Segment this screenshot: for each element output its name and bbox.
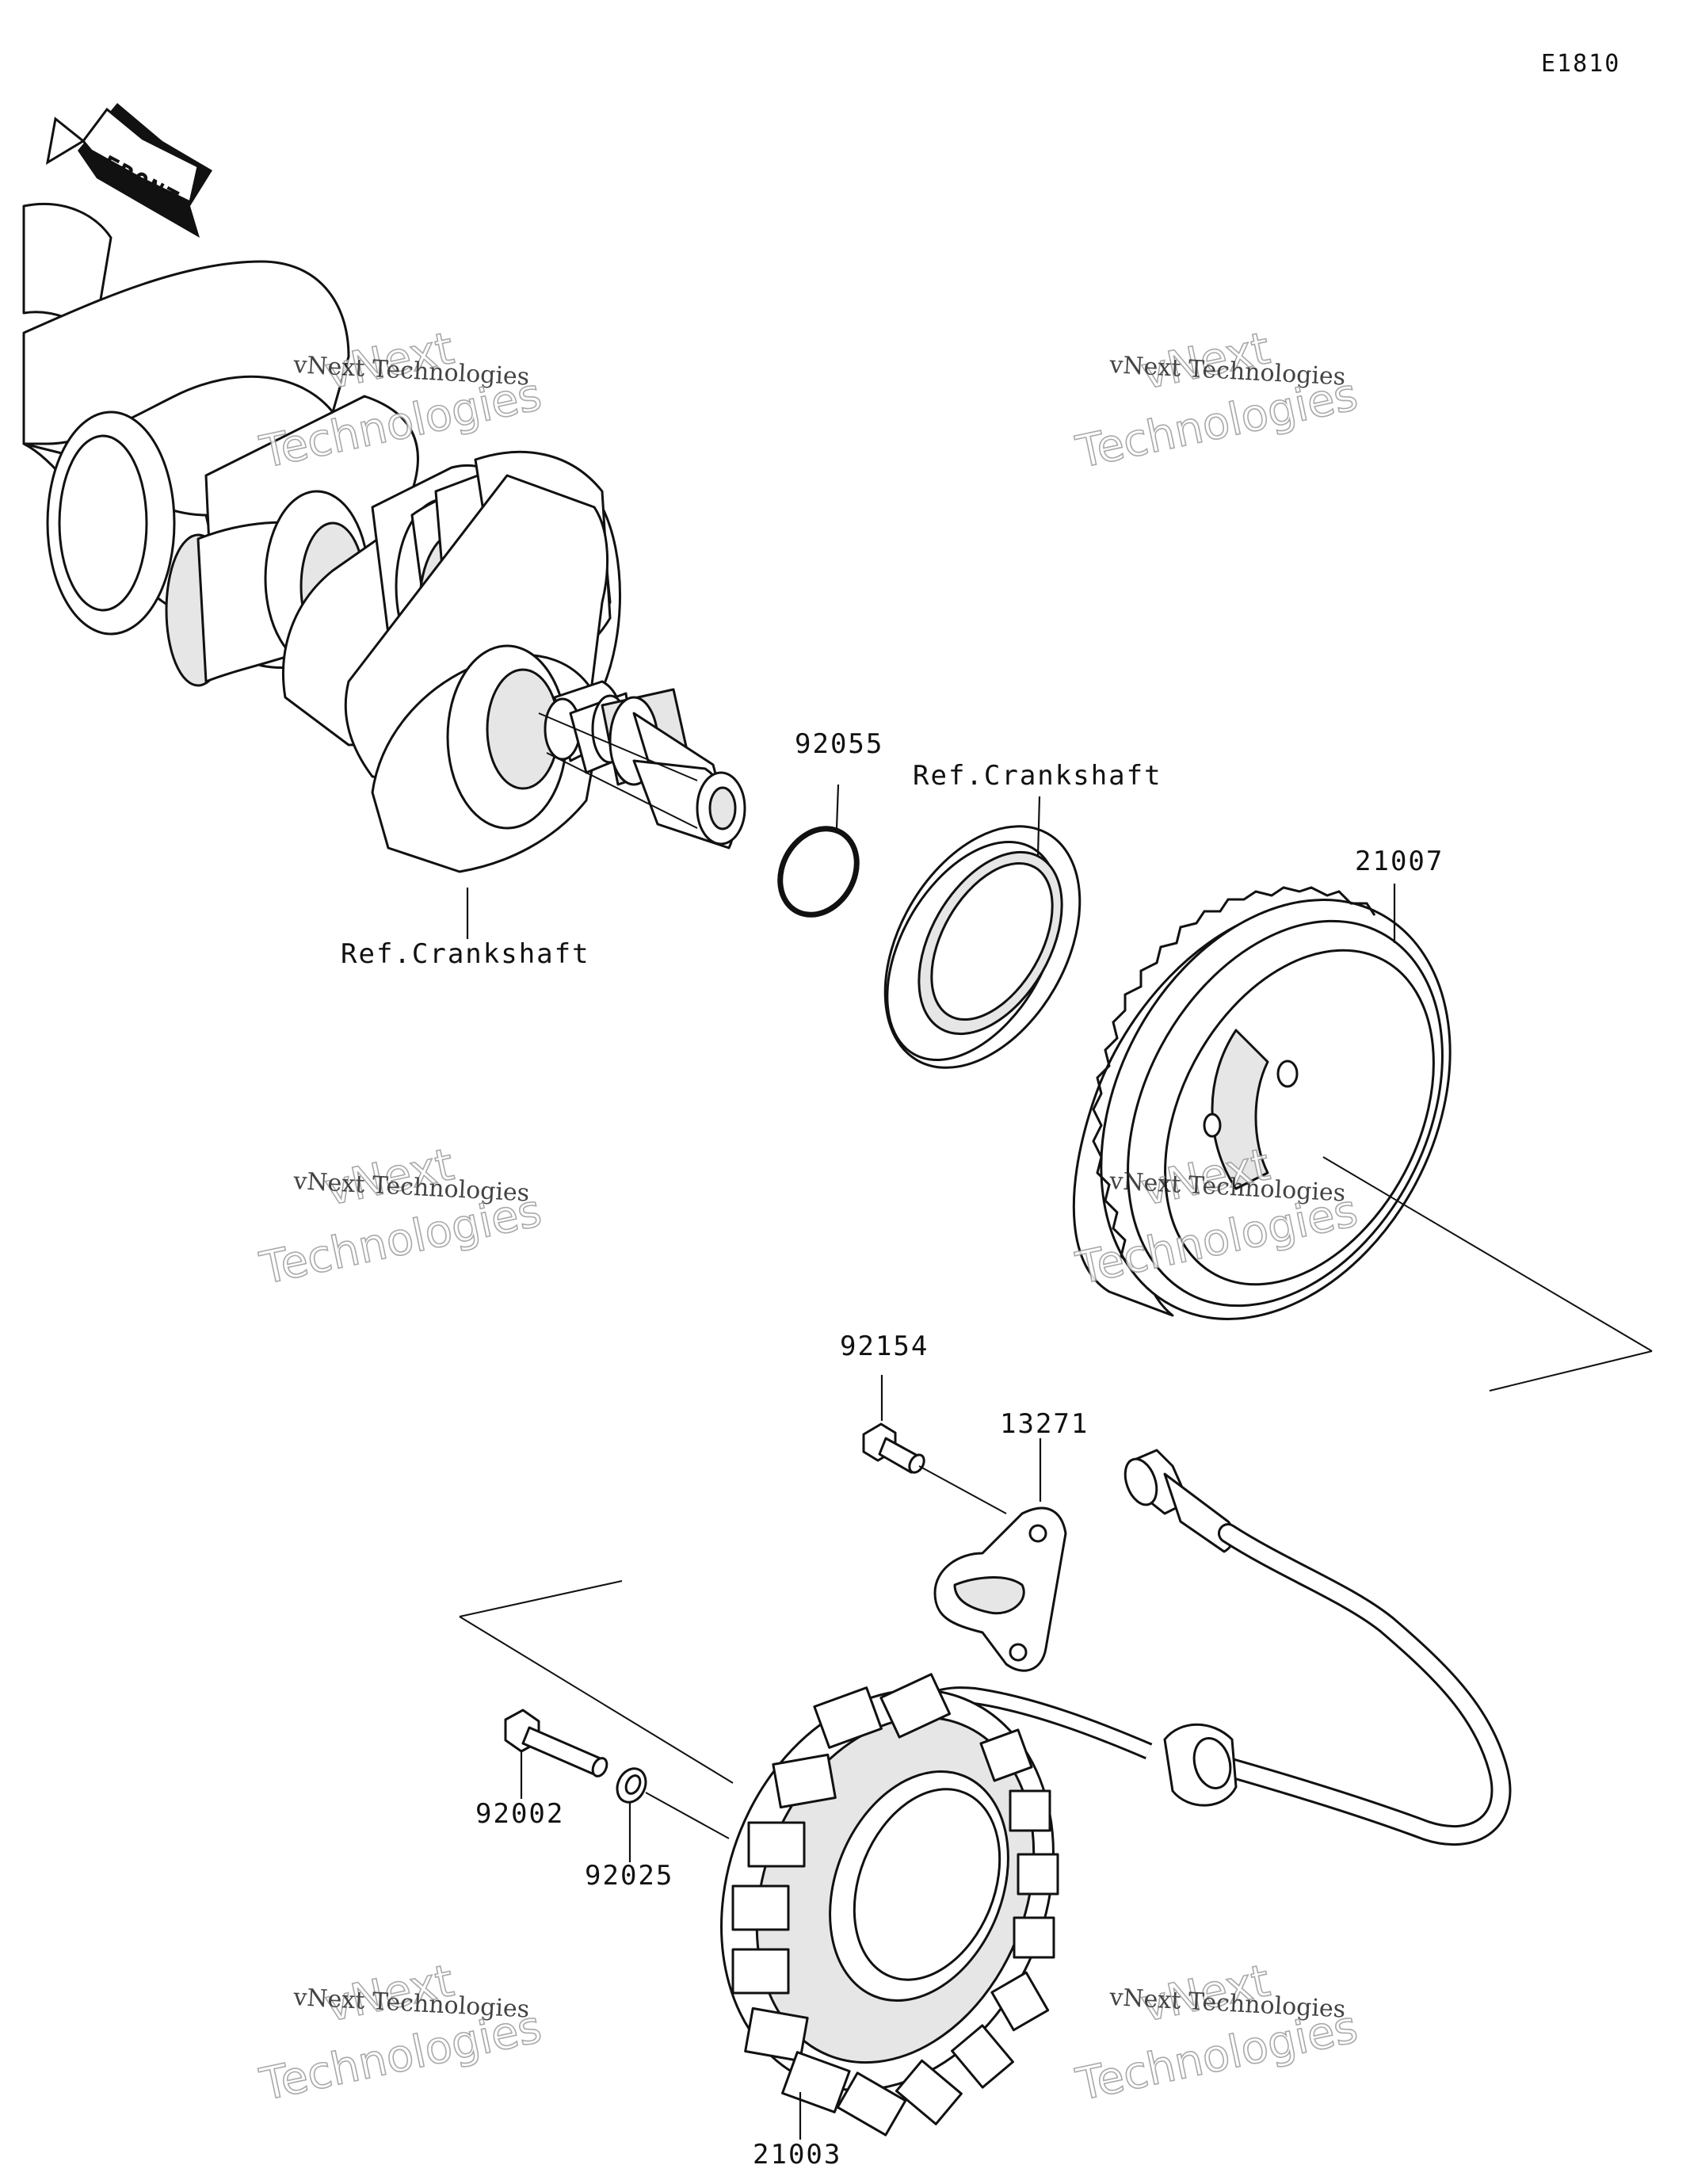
part-label-92025: 92025 xyxy=(585,1860,673,1892)
front-arrow-icon: FRONT xyxy=(45,103,212,238)
svg-text:Technologies: Technologies xyxy=(256,2001,546,2111)
part-label-92002: 92002 xyxy=(475,1798,564,1830)
flywheel-rotor-21007 xyxy=(1072,886,1653,1392)
part-label-ref-crankshaft-seal: Ref.Crankshaft xyxy=(913,760,1162,792)
bolt-92002 xyxy=(504,1709,608,1777)
part-label-21007: 21007 xyxy=(1355,846,1444,877)
svg-text:Technologies: Technologies xyxy=(256,1185,546,1295)
part-label-21003: 21003 xyxy=(753,2139,841,2171)
o-ring-92055 xyxy=(777,826,860,918)
stator-21003 xyxy=(459,1580,1059,2136)
plate-13271 xyxy=(933,1506,1067,1672)
part-label-92055: 92055 xyxy=(795,728,883,760)
leader-ref-crankshaft-seal xyxy=(1036,796,1041,857)
bolt-92154 xyxy=(862,1422,1007,1514)
part-label-ref-crankshaft: Ref.Crankshaft xyxy=(341,938,590,970)
washer-92025 xyxy=(616,1767,730,1839)
svg-text:Technologies: Technologies xyxy=(1072,368,1362,479)
oil-seal xyxy=(883,825,1082,1069)
figure-code: E1810 xyxy=(1541,50,1620,78)
part-label-13271: 13271 xyxy=(1000,1408,1089,1440)
crankshaft-illustration xyxy=(22,202,746,873)
leader-92055 xyxy=(835,784,840,829)
svg-text:Technologies: Technologies xyxy=(1072,2001,1362,2111)
part-label-92154: 92154 xyxy=(840,1331,929,1362)
